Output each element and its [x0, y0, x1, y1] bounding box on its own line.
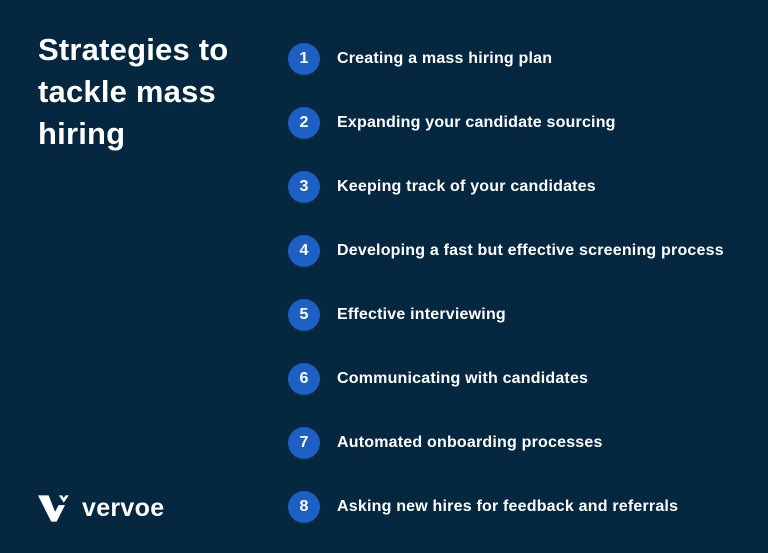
number-badge-5: 5	[288, 299, 320, 331]
number-badge-6: 6	[288, 363, 320, 395]
number-badge-4: 4	[288, 235, 320, 267]
title-line-3: hiring	[38, 116, 126, 151]
vervoe-logo: vervoe	[38, 495, 164, 522]
strategy-label-7: Automated onboarding processes	[337, 434, 603, 451]
strategy-label-5: Effective interviewing	[337, 306, 506, 323]
number-badge-8: 8	[288, 491, 320, 523]
strategy-item-3: 3 Keeping track of your candidates	[288, 171, 724, 203]
vervoe-v-mark-icon	[38, 495, 71, 522]
number-badge-2: 2	[288, 107, 320, 139]
strategy-item-5: 5 Effective interviewing	[288, 299, 724, 331]
strategy-label-8: Asking new hires for feedback and referr…	[337, 498, 679, 515]
strategy-list: 1 Creating a mass hiring plan 2 Expandin…	[288, 43, 724, 523]
strategy-label-6: Communicating with candidates	[337, 370, 589, 387]
strategy-label-3: Keeping track of your candidates	[337, 178, 596, 195]
strategy-item-4: 4 Developing a fast but effective screen…	[288, 235, 724, 267]
strategy-label-2: Expanding your candidate sourcing	[337, 114, 616, 131]
number-badge-1: 1	[288, 43, 320, 75]
strategy-item-7: 7 Automated onboarding processes	[288, 427, 724, 459]
vervoe-wordmark: vervoe	[82, 494, 165, 522]
strategy-item-8: 8 Asking new hires for feedback and refe…	[288, 491, 724, 523]
title-line-2: tackle mass	[38, 74, 216, 109]
title-line-1: Strategies to	[38, 32, 229, 67]
number-badge-3: 3	[288, 171, 320, 203]
strategy-label-1: Creating a mass hiring plan	[337, 50, 553, 67]
strategy-item-2: 2 Expanding your candidate sourcing	[288, 107, 724, 139]
number-badge-7: 7	[288, 427, 320, 459]
strategy-item-1: 1 Creating a mass hiring plan	[288, 43, 724, 75]
strategy-label-4: Developing a fast but effective screenin…	[337, 242, 724, 259]
strategy-item-6: 6 Communicating with candidates	[288, 363, 724, 395]
page-title: Strategies to tackle mass hiring	[38, 29, 228, 155]
